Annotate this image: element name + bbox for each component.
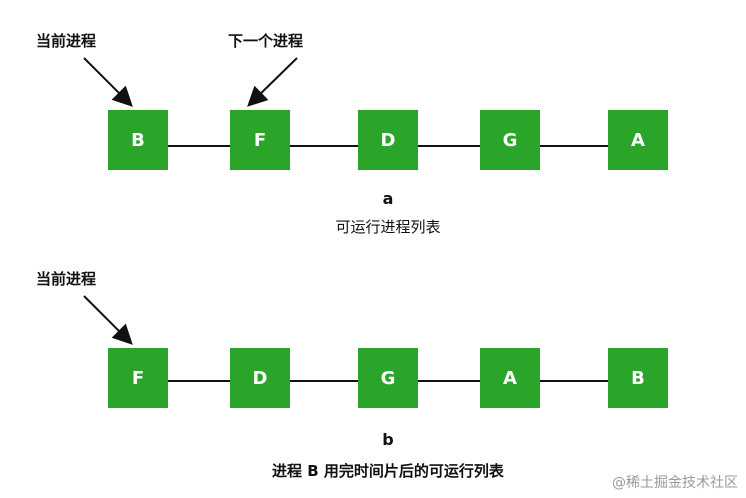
process-node-b-3: G xyxy=(358,348,418,408)
connector-a-1 xyxy=(168,145,230,147)
current-process-arrow-b xyxy=(83,295,133,345)
next-process-arrow-a xyxy=(247,57,298,107)
current-process-label-b: 当前进程 xyxy=(36,270,97,288)
process-node-a-3: D xyxy=(358,110,418,170)
diagram-b-caption: 进程 B 用完时间片后的可运行列表 xyxy=(272,462,504,480)
process-node-a-4: G xyxy=(480,110,540,170)
process-node-a-2: F xyxy=(230,110,290,170)
process-node-b-2: D xyxy=(230,348,290,408)
process-node-b-5: B xyxy=(608,348,668,408)
next-process-label-a: 下一个进程 xyxy=(228,32,304,50)
diagram-a-letter: a xyxy=(382,189,394,208)
process-node-b-4: A xyxy=(480,348,540,408)
current-process-label-a: 当前进程 xyxy=(36,32,97,50)
connector-b-1 xyxy=(168,380,230,382)
connector-a-3 xyxy=(418,145,480,147)
diagram-b-letter: b xyxy=(382,430,394,449)
current-process-arrow-a xyxy=(83,57,133,107)
connector-b-2 xyxy=(290,380,358,382)
watermark-text: @稀土掘金技术社区 xyxy=(612,475,738,491)
diagram-a-caption: 可运行进程列表 xyxy=(335,218,441,236)
connector-a-2 xyxy=(290,145,358,147)
process-node-a-1: B xyxy=(108,110,168,170)
process-node-a-5: A xyxy=(608,110,668,170)
process-node-b-1: F xyxy=(108,348,168,408)
connector-b-4 xyxy=(540,380,608,382)
connector-b-3 xyxy=(418,380,480,382)
connector-a-4 xyxy=(540,145,608,147)
